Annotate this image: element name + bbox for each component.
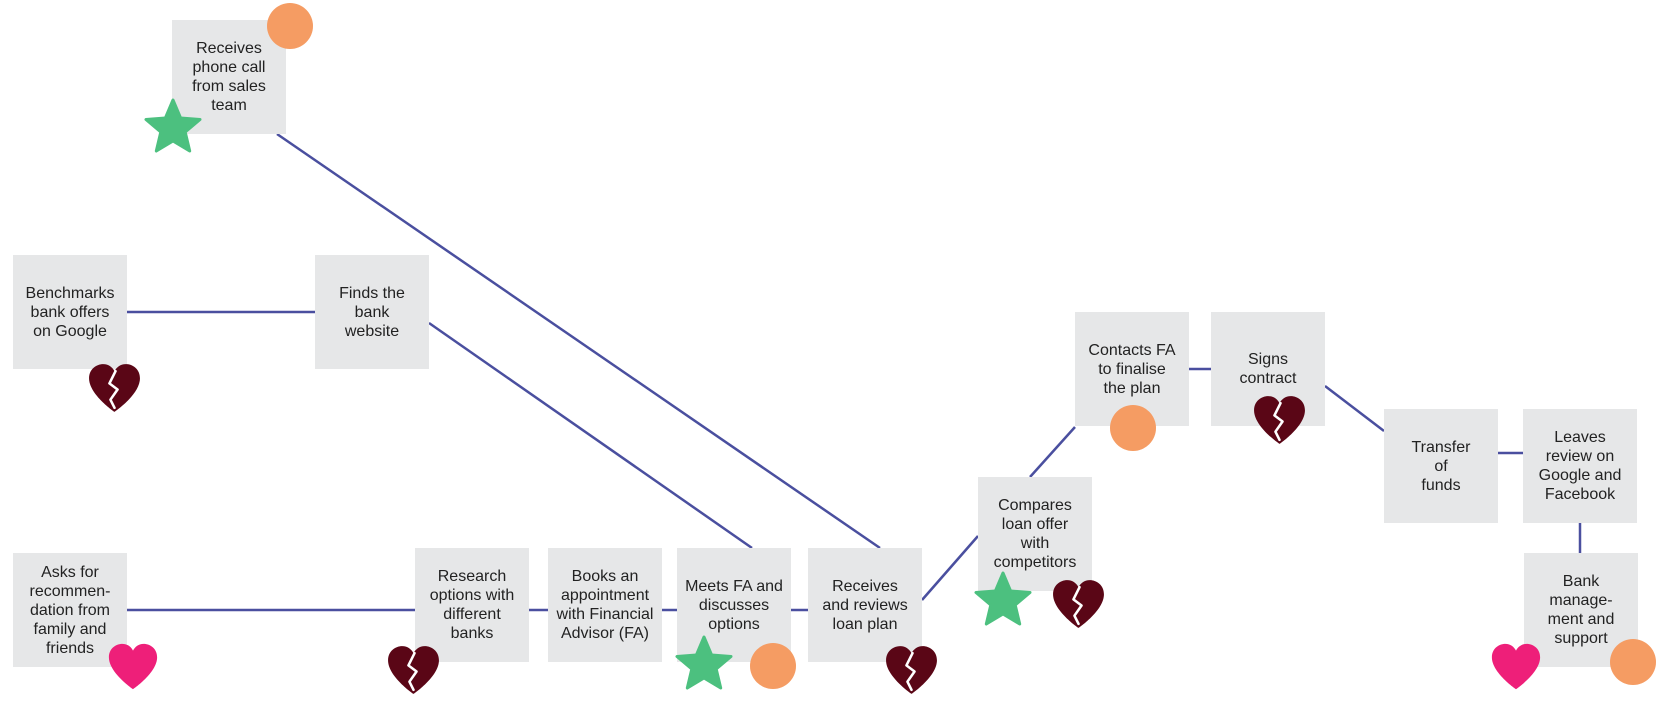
node-label: Asks for recommen- dation from family an…: [29, 563, 111, 657]
node-compares-loan-offer: Compares loan offer with competitors: [978, 477, 1092, 591]
node-receives-loan-plan: Receives and reviews loan plan: [808, 548, 922, 662]
connector-phone-call-to-receives-plan: [276, 132, 881, 550]
node-asks-recommendation: Asks for recommen- dation from family an…: [13, 553, 127, 667]
connector-finds-website-to-meets-fa: [428, 321, 753, 550]
circle-icon: [1110, 405, 1156, 451]
circle-icon: [750, 643, 796, 689]
node-label: Receives and reviews loan plan: [822, 577, 908, 633]
star-icon: [144, 98, 202, 156]
star-icon: [974, 571, 1032, 629]
connector-signs-contract-to-transfer-funds: [1324, 385, 1385, 432]
connector-receives-plan-to-compares-offer: [921, 535, 979, 601]
connector-compares-offer-to-contacts-fa: [1029, 426, 1076, 478]
connector-lines: [127, 132, 1582, 612]
node-contacts-fa: Contacts FA to finalise the plan: [1075, 312, 1189, 426]
broken-heart-icon: [385, 642, 442, 699]
node-signs-contract: Signs contract: [1211, 312, 1325, 426]
heart-icon: [1489, 640, 1543, 694]
node-label: Contacts FA to finalise the plan: [1088, 341, 1176, 397]
circle-icon: [267, 3, 313, 49]
broken-heart-icon: [883, 642, 940, 699]
node-label: Leaves review on Google and Facebook: [1538, 429, 1622, 503]
broken-heart-icon: [86, 360, 143, 417]
node-receives-phone-call: Receives phone call from sales team: [172, 20, 286, 134]
node-label: Benchmarks bank offers on Google: [25, 284, 115, 340]
circle-icon: [1610, 639, 1656, 685]
broken-heart-icon: [1251, 392, 1308, 449]
node-transfer-of-funds: Transfer of funds: [1384, 409, 1498, 523]
node-label: Receives phone call from sales team: [192, 40, 266, 114]
star-icon: [675, 635, 733, 693]
node-leaves-review: Leaves review on Google and Facebook: [1523, 409, 1637, 523]
broken-heart-icon: [1050, 576, 1107, 633]
node-label: Bank manage- ment and support: [1547, 573, 1615, 647]
node-label: Transfer of funds: [1411, 438, 1471, 494]
node-label: Research options with different banks: [429, 568, 515, 642]
heart-icon: [106, 640, 160, 694]
node-label: Signs contract: [1239, 351, 1297, 387]
node-books-appointment: Books an appointment with Financial Advi…: [548, 548, 662, 662]
node-finds-bank-website: Finds the bank website: [315, 255, 429, 369]
node-label: Books an appointment with Financial Advi…: [556, 568, 654, 642]
node-meets-fa: Meets FA and discusses options: [677, 548, 791, 662]
node-label: Compares loan offer with competitors: [993, 497, 1077, 571]
node-label: Meets FA and discusses options: [685, 577, 783, 633]
node-benchmarks-bank-offers: Benchmarks bank offers on Google: [13, 255, 127, 369]
node-label: Finds the bank website: [339, 284, 405, 340]
node-research-options: Research options with different banks: [415, 548, 529, 662]
